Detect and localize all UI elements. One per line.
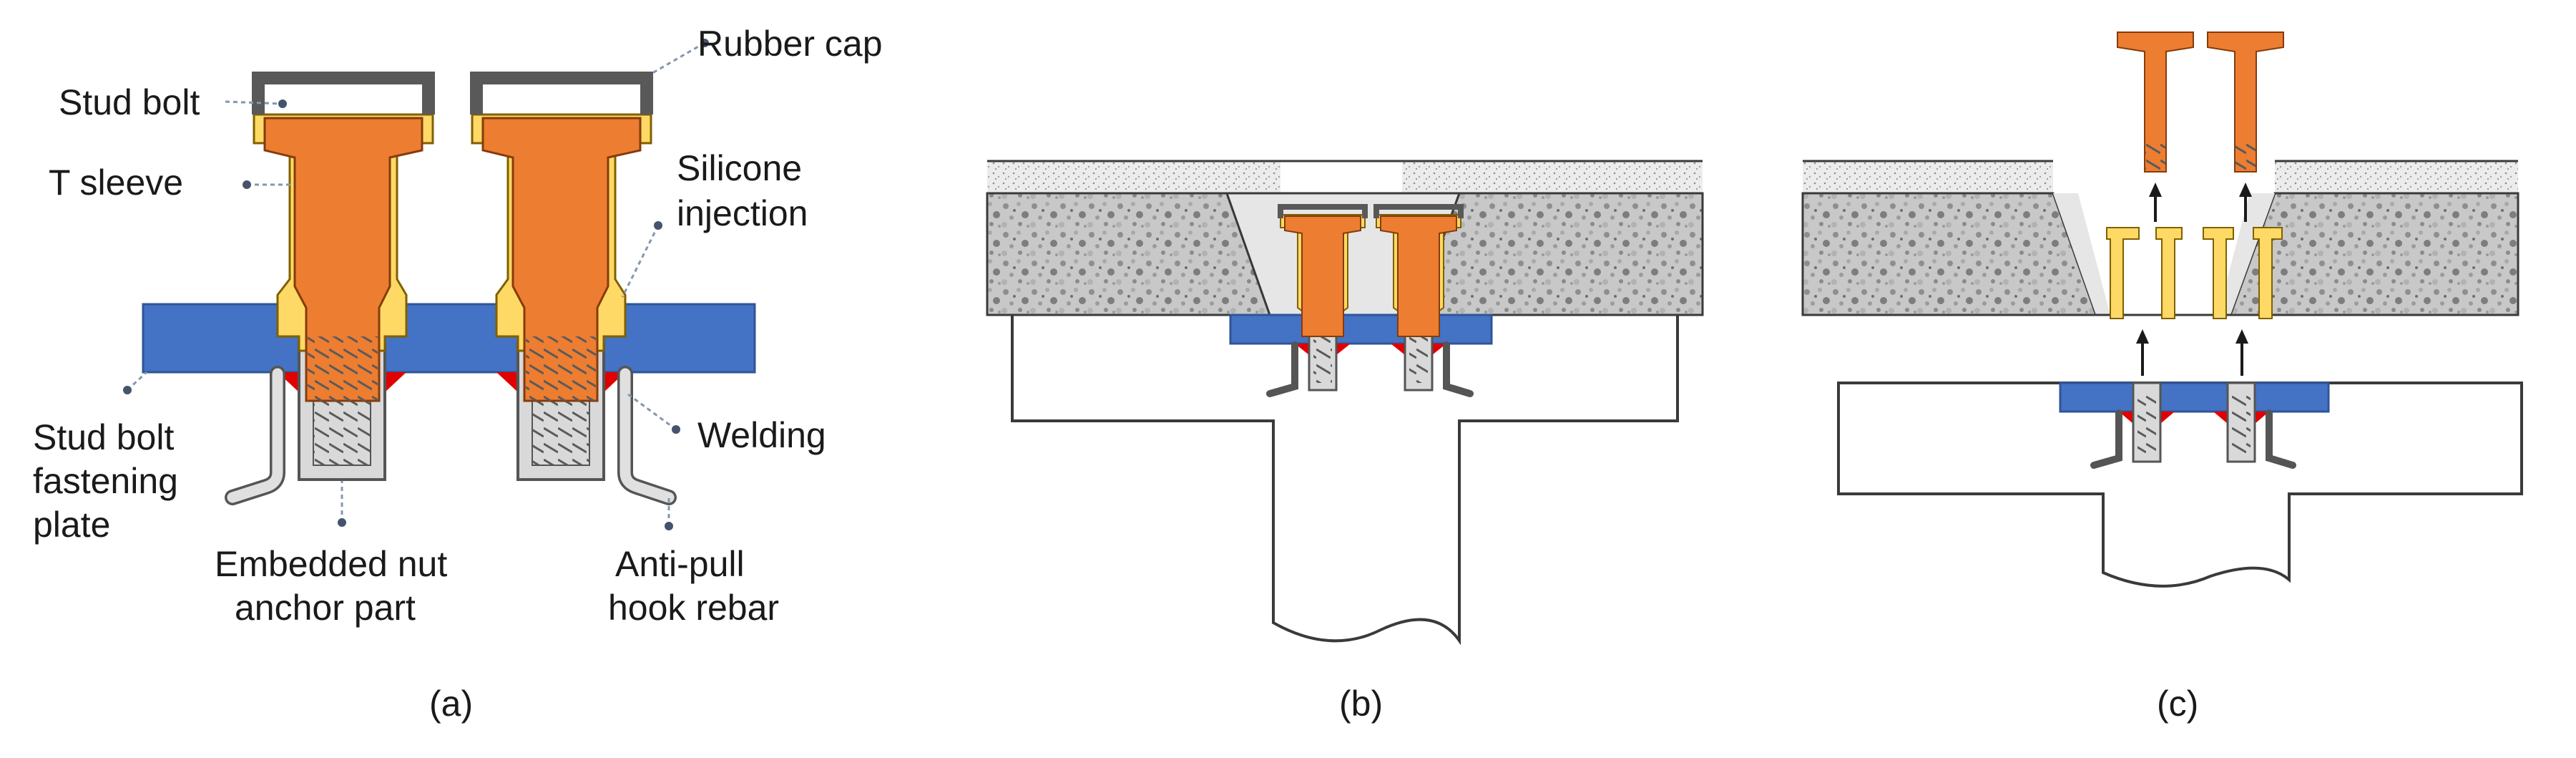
sleeve-c-2b [2253,227,2283,319]
leader-fastening-plate [123,371,148,394]
removed-bolts-c [2117,31,2284,173]
leader-stud-bolt [225,99,287,108]
label-antipull-2: hook rebar [608,588,779,628]
label-antipull-1: Anti-pull [615,544,745,584]
rebar-b-right [1443,341,1474,397]
label-stud-bolt: Stud bolt [59,82,200,122]
anchors-c [2090,382,2296,469]
bolt-c-left-thread [2145,143,2165,172]
label-silicone-2: injection [677,193,808,233]
rebar-c-left [2090,409,2122,469]
girder-b [1011,315,1679,646]
panel-a: Stud bolt T sleeve Rubber cap Silicone i… [33,24,883,724]
label-t-sleeve: T sleeve [49,162,183,203]
label-embedded-1: Embedded nut [215,544,447,584]
fastening-plate [142,303,756,374]
stud-bolt-right [481,117,642,402]
label-silicone-1: Silicone [677,148,802,188]
leader-lines [123,39,709,530]
stud-bolt-thread-right [526,336,596,401]
leader-rubber-cap [652,39,709,74]
removal-arrows-c [2136,183,2252,376]
slab-c-right [2228,192,2519,316]
bolt-c-right [2207,31,2284,173]
welding-left-a2 [385,372,406,392]
stud-bolt-left [263,117,423,402]
stud-bolt-thread-left [308,336,378,401]
label-welding: Welding [697,415,826,455]
slab-c-left [1801,192,2098,316]
weld-b-2 [1336,344,1351,355]
bolt-b-right [1380,215,1457,337]
slab-c-right-asphalt [2275,161,2518,193]
hook-rebar-left-inner [227,368,283,503]
removed-sleeves-c [2106,227,2283,319]
cap-b-left [1278,204,1368,218]
left-assembly [225,72,435,505]
leader-welding [625,391,680,434]
hook-rebar-right-inner [619,368,675,503]
bolt-c-right-thread [2235,143,2256,172]
weld-c-3 [2213,412,2228,424]
welding-right-a1 [496,372,518,392]
right-assembly [470,72,677,505]
bolt-c-left [2117,31,2194,173]
anchor-c-right-thread [2232,390,2251,455]
panel-c: (c) [1801,31,2523,724]
rebar-c-right [2266,409,2296,469]
assembly-b-left [1266,204,1368,397]
sleeve-c-2a [2203,227,2234,319]
rubber-cap-right [470,72,653,115]
label-fastening-2: fastening [33,461,178,501]
caption-b: (b) [1339,684,1383,724]
plate-b [1229,314,1493,345]
plate-c [2059,382,2330,413]
slab-c-left-asphalt [1803,161,2053,193]
rubber-cap-left [252,72,435,115]
caption-c: (c) [2157,684,2198,724]
rebar-b-left [1266,341,1298,397]
caption-a: (a) [429,684,473,724]
girder-c [1837,382,2523,588]
label-fastening-3: plate [33,505,110,545]
anchor-c-left-thread [2137,390,2156,455]
label-fastening-1: Stud bolt [33,417,174,457]
sleeve-c-1b [2155,227,2183,319]
weld-c-2 [2160,412,2175,424]
slab-b-right-asphalt [1402,161,1703,193]
slab-b-left [986,192,1272,316]
assembly-b-right [1373,204,1474,397]
label-rubber-cap: Rubber cap [697,24,883,64]
cap-b-right [1373,204,1464,218]
leader-silicone [621,221,662,298]
bolt-b-left [1284,215,1361,337]
sleeve-c-1a [2106,227,2140,319]
panel-b: (b) [986,160,1704,724]
slab-c-pocket-right [2218,193,2275,315]
weld-b-3 [1391,344,1405,355]
label-embedded-2: anchor part [235,588,416,628]
slab-c-pocket-left [2053,193,2110,315]
slab-b-left-asphalt [987,161,1280,193]
